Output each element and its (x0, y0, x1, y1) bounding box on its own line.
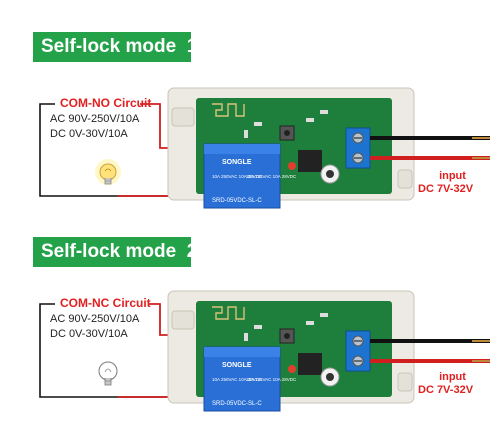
dc-rating: DC 0V-30V/10A (50, 128, 128, 140)
panel-mode-1: Self-lock mode 1 (33, 32, 490, 209)
panel-mode-2: Self-lock mode 2 SONGLE 10A 250VAC 10A 3… (0, 205, 500, 416)
circuit-label: COM-NO Circuit (60, 96, 152, 110)
relay-model: SRD-05VDC-SL-C (212, 198, 262, 204)
input-label-line2: DC 7V-32V (418, 183, 474, 195)
relay-brand: SONGLE (222, 362, 252, 369)
relay-module: SONGLE 10A 250VAC 10A 30VDC 10A 125VAC 1… (167, 290, 415, 412)
relay-module: SONGLE 10A 250VAC 10A 30VDC 10A 125VAC 1… (167, 87, 415, 209)
light-bulb-unlit-icon (98, 361, 118, 386)
relay-rating-right: 10A 125VAC 10A 28VDC (246, 377, 297, 382)
input-label-line2: DC 7V-32V (418, 384, 474, 396)
input-label: input DC 7V-32V (418, 371, 473, 397)
circuit-label: COM-NC Circuit (60, 296, 151, 310)
dc-rating: DC 0V-30V/10A (50, 328, 128, 340)
relay-rating-right: 10A 125VAC 10A 28VDC (246, 174, 297, 179)
relay-brand: SONGLE (222, 159, 252, 166)
relay-rating-left: 10A 250VAC 10A 30VDC (212, 174, 263, 179)
input-label: input DC 7V-32V (418, 170, 473, 196)
mode-banner: Self-lock mode 1 (33, 32, 197, 62)
input-wires (370, 339, 490, 363)
light-bulb-lit-icon (95, 159, 121, 185)
input-label-line1: input (439, 371, 466, 383)
relay-diagram: SONGLE 10A 250VAC 10A 30VDC 10A 125VAC 1… (39, 290, 490, 412)
relay-diagram: SONGLE 10A 250VAC 10A 30VDC 10A 125VAC 1… (39, 87, 490, 209)
input-label-line1: input (439, 170, 466, 182)
input-wires (370, 136, 490, 160)
relay-model: SRD-05VDC-SL-C (212, 401, 262, 407)
ac-rating: AC 90V-250V/10A (50, 313, 140, 325)
ac-rating: AC 90V-250V/10A (50, 113, 140, 125)
mode-banner: Self-lock mode 2 (33, 237, 197, 267)
relay-rating-left: 10A 250VAC 10A 30VDC (212, 377, 263, 382)
